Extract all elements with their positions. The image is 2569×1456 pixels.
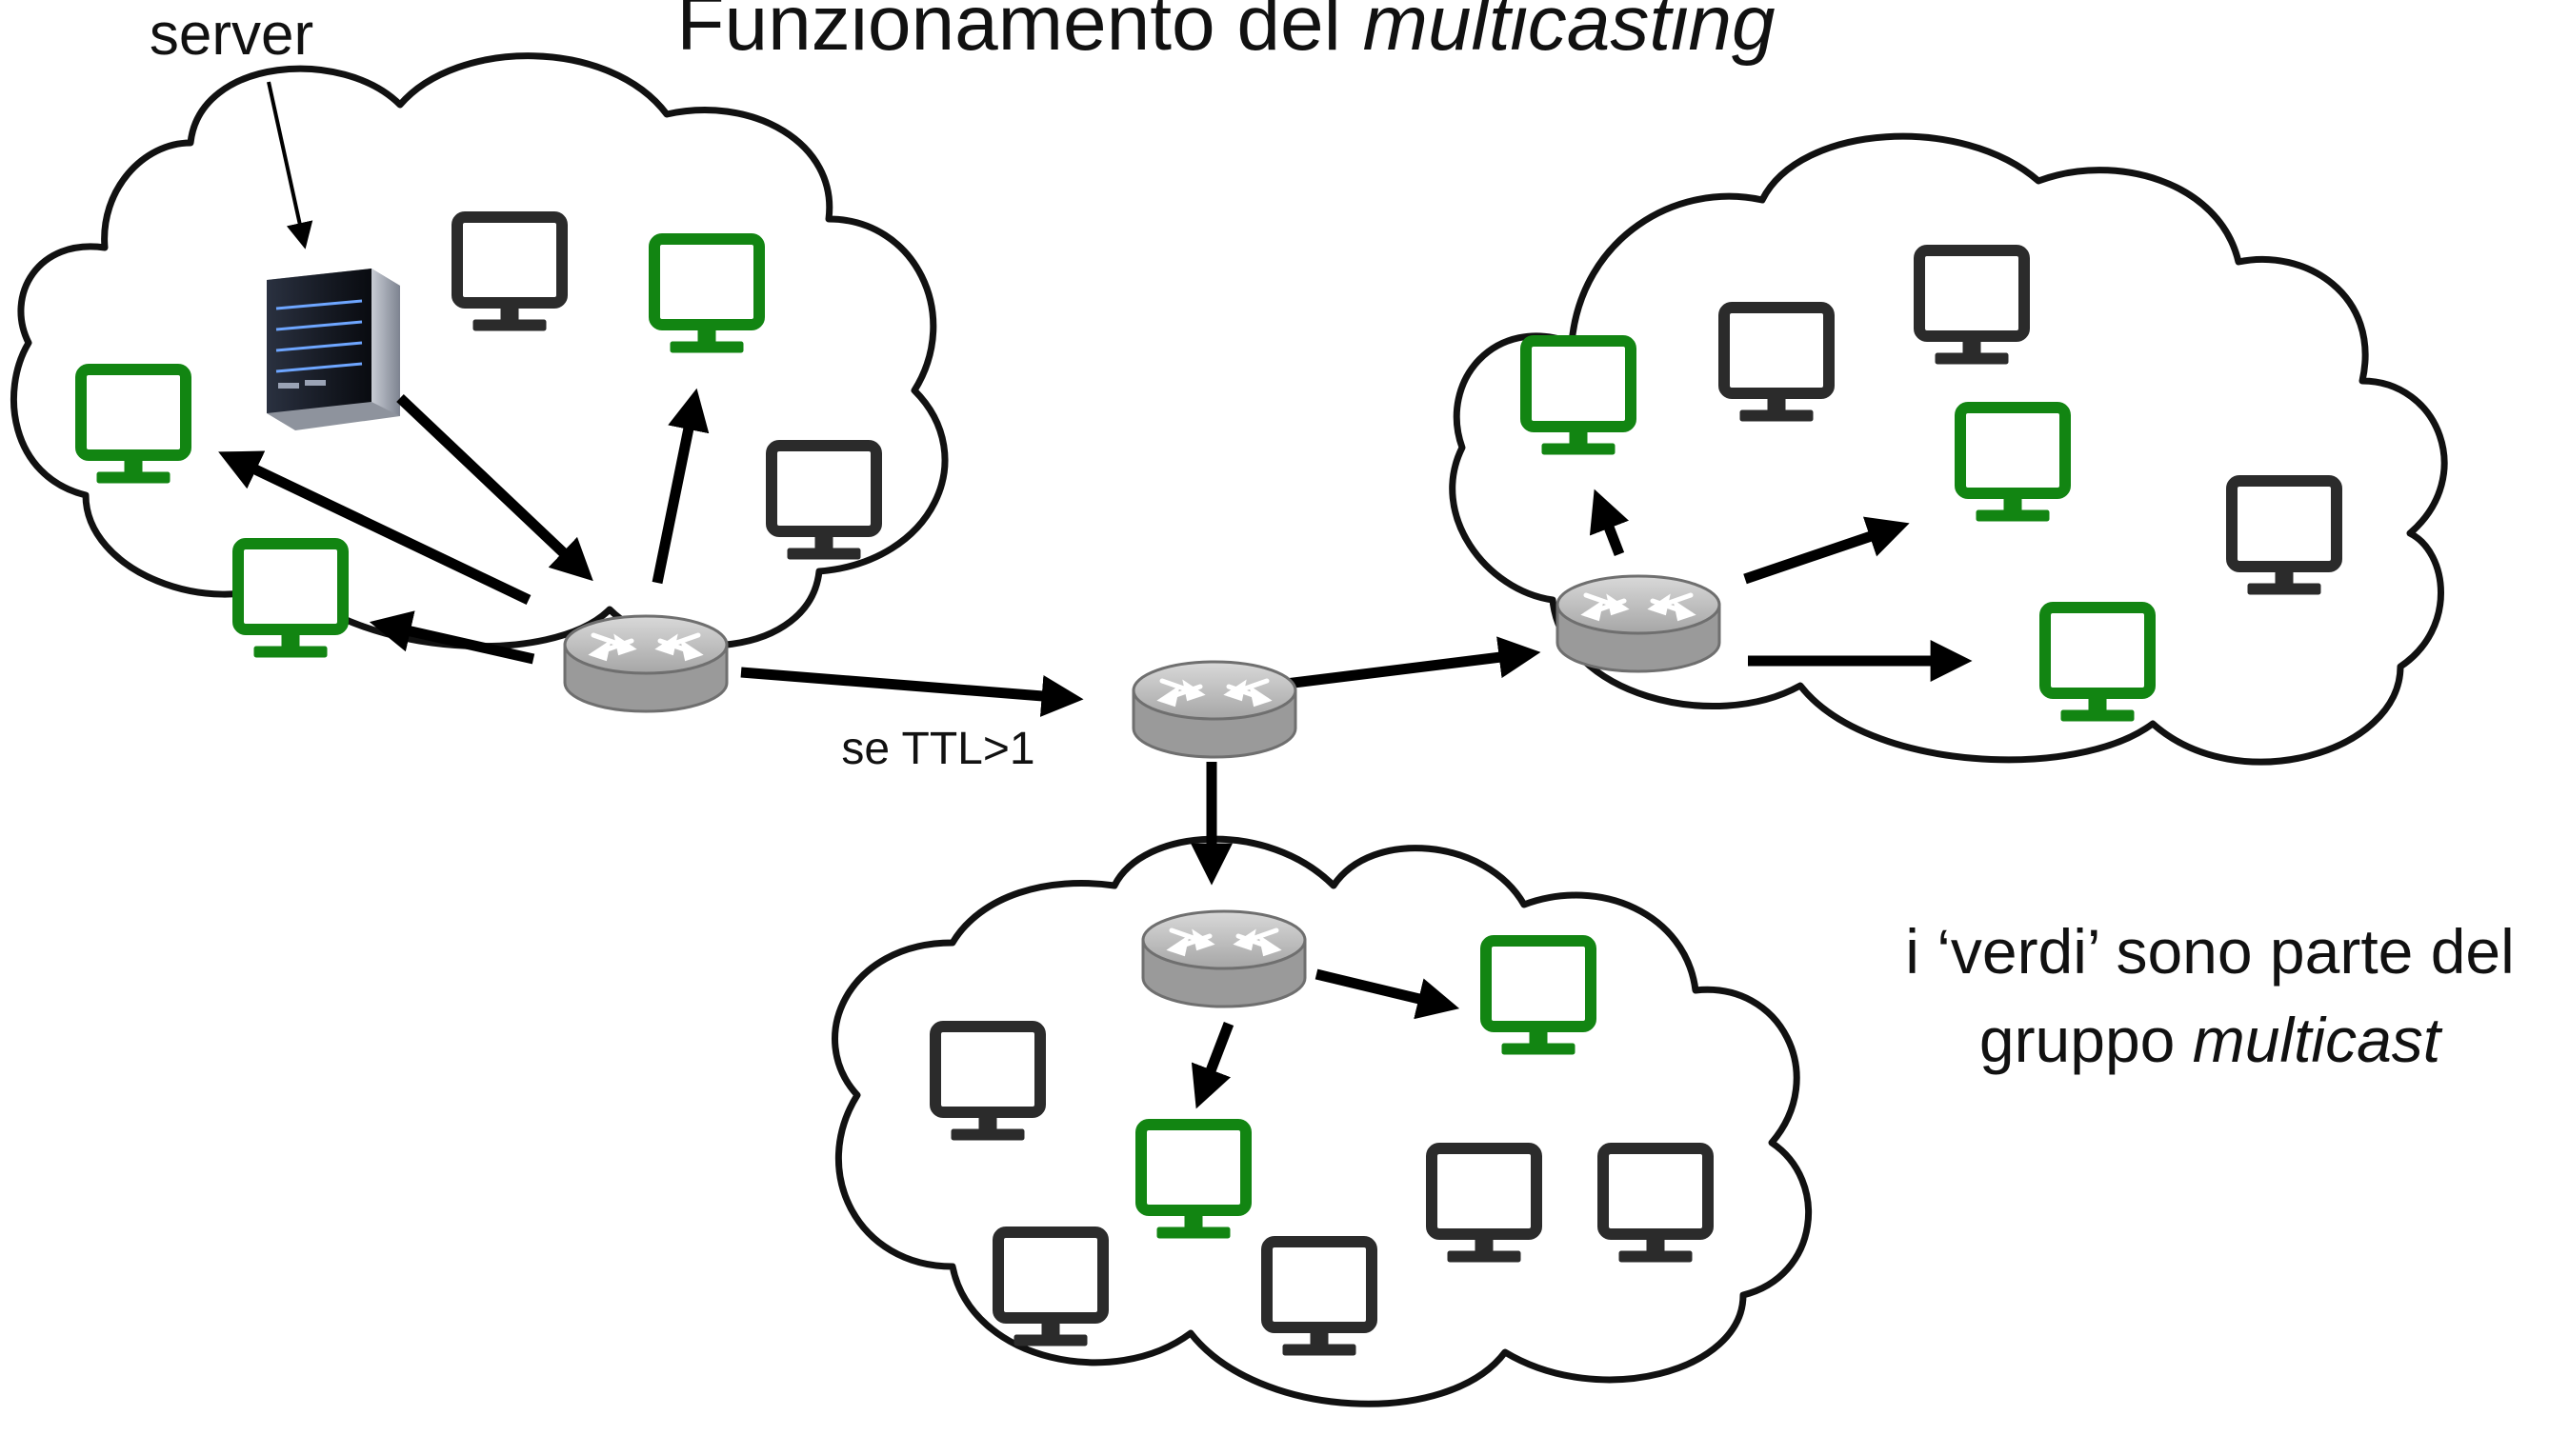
server-label: server — [150, 2, 313, 68]
arrow-router-a-to-host-a1 — [218, 450, 532, 605]
arrow-router-d-to-host-d1 — [1315, 968, 1460, 1020]
router-icon — [565, 616, 727, 711]
arrow-router-a-to-host-a3 — [652, 388, 710, 585]
left-cloud — [10, 52, 949, 649]
arrow-router-b-to-router-c — [1285, 636, 1541, 689]
server-icon — [267, 269, 400, 430]
arrow-router-a-to-host-a2 — [369, 610, 535, 665]
arrow-router-d-to-host-d2 — [1191, 1022, 1234, 1109]
arrow-router-c-to-host-c1 — [1589, 489, 1630, 556]
arrow-server-to-router-a — [396, 394, 593, 582]
server-pointer — [267, 81, 313, 249]
router-icon — [1134, 662, 1295, 757]
arrow-router-a-to-router-b — [740, 667, 1084, 717]
legend-note-line1: i ‘verdi’ sono parte del — [1905, 916, 2515, 987]
monitor-icon — [238, 544, 343, 657]
multicast-arrows — [218, 388, 1973, 1109]
legend-note-line2: gruppo multicast — [1979, 1005, 2443, 1075]
arrow-router-c-to-host-c2 — [1743, 516, 1910, 585]
diagram-title: Funzionamento del multicasting — [676, 0, 1775, 67]
router-icon — [1557, 576, 1719, 671]
router-icon — [1143, 911, 1305, 1007]
ttl-label: se TTL>1 — [841, 724, 1034, 774]
